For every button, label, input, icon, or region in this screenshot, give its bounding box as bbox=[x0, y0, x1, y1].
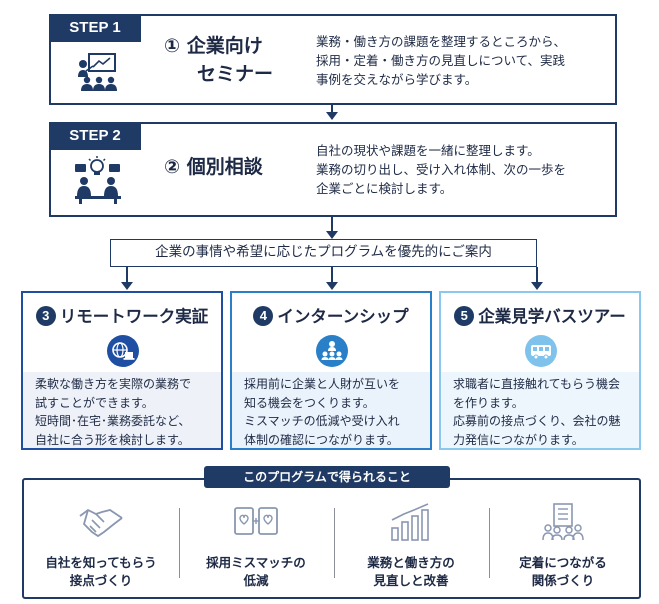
program-desc-line: 応募前の接点づくり、会社の魅 bbox=[453, 414, 621, 428]
step-2-title: ② 個別相談 bbox=[164, 156, 263, 178]
step-1-title-line2: セミナー bbox=[197, 63, 274, 85]
outcomes-heading: このプログラムで得られること bbox=[204, 466, 450, 488]
program-desc-line: 力発信につながります。 bbox=[453, 432, 584, 447]
step-2-desc-line: 企業ごとに検討します。 bbox=[316, 181, 453, 196]
step-number-badge: 4 bbox=[253, 306, 274, 326]
company-people-icon bbox=[542, 503, 584, 541]
step-1-box: STEP 1 ① 企業向け セミナー 業務・働き方の課題を整理するところから、 … bbox=[49, 14, 617, 105]
step-1-desc-line: 採用・定着・働き方の見直しについて、実践 bbox=[316, 53, 566, 68]
connector-line bbox=[331, 105, 333, 113]
program-desc-line: を作ります。 bbox=[453, 395, 524, 410]
step-1-desc-line: 業務・働き方の課題を整理するところから、 bbox=[316, 34, 567, 49]
step-2-desc-line: 業務の切り出し、受け入れ体制、次の一歩を bbox=[316, 162, 567, 177]
connector-line bbox=[331, 267, 333, 282]
program-card-title-text: リモートワーク実証 bbox=[59, 307, 209, 326]
step-2-desc-line: 自社の現状や課題を一緒に整理します。 bbox=[316, 143, 540, 158]
program-guidance-banner: 企業の事情や希望に応じたプログラムを優先的にご案内 bbox=[110, 239, 537, 267]
outcome-label: 定着につながる 関係づくり bbox=[486, 554, 640, 590]
arrow-down-icon bbox=[326, 282, 338, 290]
people-network-icon bbox=[316, 335, 348, 367]
step-1-description: 業務・働き方の課題を整理するところから、 採用・定着・働き方の見直しについて、実… bbox=[316, 32, 616, 89]
outcome-item: 採用ミスマッチの 低減 bbox=[179, 480, 333, 597]
program-card-title-text: 企業見学バスツアー bbox=[478, 307, 626, 326]
outcome-label-line: 関係づくり bbox=[531, 573, 595, 588]
outcome-item: 業務と働き方の 見直しと改善 bbox=[334, 480, 488, 597]
outcome-label-line: 定着につながる bbox=[519, 555, 607, 570]
outcomes-box: 自社を知ってもらう 接点づくり 採用ミスマッチの 低減 業務と働き方の 見直しと… bbox=[22, 478, 641, 599]
outcome-label: 自社を知ってもらう 接点づくり bbox=[24, 554, 178, 590]
outcome-label: 採用ミスマッチの 低減 bbox=[179, 554, 333, 590]
program-desc-line: 試すことができます。 bbox=[35, 395, 154, 410]
outcome-label: 業務と働き方の 見直しと改善 bbox=[334, 554, 488, 590]
arrow-down-icon bbox=[326, 112, 338, 120]
outcome-item: 定着につながる 関係づくり bbox=[486, 480, 640, 597]
arrow-down-icon bbox=[531, 282, 543, 290]
program-desc-line: 体制の確認につながります。 bbox=[244, 432, 399, 447]
divider bbox=[489, 508, 490, 578]
remote-globe-icon bbox=[107, 335, 139, 367]
matching-cards-icon bbox=[234, 507, 278, 535]
divider bbox=[334, 508, 335, 578]
step-1-title-line1: ① 企業向け bbox=[164, 35, 263, 57]
program-card-description: 採用前に企業と人財が互いを 知る機会をつくります。 ミスマッチの低減や受け入れ … bbox=[232, 372, 430, 448]
step-number-badge: 3 bbox=[35, 306, 56, 326]
step-2-tag: STEP 2 bbox=[49, 122, 141, 150]
program-desc-line: ミスマッチの低減や受け入れ bbox=[244, 414, 400, 428]
consultation-icon bbox=[75, 156, 121, 204]
step-1-desc-line: 事例を交えながら学びます。 bbox=[316, 72, 478, 87]
connector-line bbox=[331, 217, 333, 231]
seminar-icon bbox=[78, 53, 117, 91]
handshake-icon bbox=[79, 508, 123, 538]
step-2-description: 自社の現状や課題を一緒に整理します。 業務の切り出し、受け入れ体制、次の一歩を … bbox=[316, 141, 616, 198]
program-desc-line: 採用前に企業と人財が互いを bbox=[244, 377, 401, 391]
step-1-tag: STEP 1 bbox=[49, 14, 141, 42]
step-2-box: STEP 2 ② 個別相談 自社の現状や課題を一緒に整理します。 業務の切り出し… bbox=[49, 122, 617, 217]
program-desc-line: 知る機会をつくります。 bbox=[244, 395, 375, 410]
divider bbox=[179, 508, 180, 578]
outcome-label-line: 採用ミスマッチの bbox=[206, 555, 306, 570]
outcome-label-line: 接点づくり bbox=[69, 573, 133, 588]
program-card-description: 求職者に直接触れてもらう機会 を作ります。 応募前の接点づくり、会社の魅 力発信… bbox=[441, 372, 639, 448]
connector-line bbox=[536, 267, 538, 282]
program-desc-line: 柔軟な働き方を実際の業務で bbox=[35, 377, 192, 391]
step-number-badge: 5 bbox=[454, 306, 475, 326]
program-desc-line: 短時間･在宅･業務委託など、 bbox=[35, 414, 191, 428]
outcome-item: 自社を知ってもらう 接点づくり bbox=[24, 480, 178, 597]
arrow-down-icon bbox=[326, 231, 338, 239]
outcome-label-line: 自社を知ってもらう bbox=[45, 555, 157, 570]
outcome-label-line: 業務と働き方の bbox=[367, 555, 455, 570]
program-card-title-text: インターンシップ bbox=[277, 307, 409, 326]
arrow-down-icon bbox=[121, 282, 133, 290]
bus-icon bbox=[525, 335, 557, 367]
program-desc-line: 求職者に直接触れてもらう機会 bbox=[453, 377, 621, 391]
outcome-label-line: 見直しと改善 bbox=[373, 573, 449, 588]
program-card-description: 柔軟な働き方を実際の業務で 試すことができます。 短時間･在宅･業務委託など、 … bbox=[23, 372, 221, 448]
program-desc-line: 自社に合う形を検討します。 bbox=[35, 432, 190, 447]
outcome-label-line: 低減 bbox=[243, 573, 269, 588]
growth-chart-icon bbox=[391, 503, 429, 541]
connector-line bbox=[126, 267, 128, 282]
